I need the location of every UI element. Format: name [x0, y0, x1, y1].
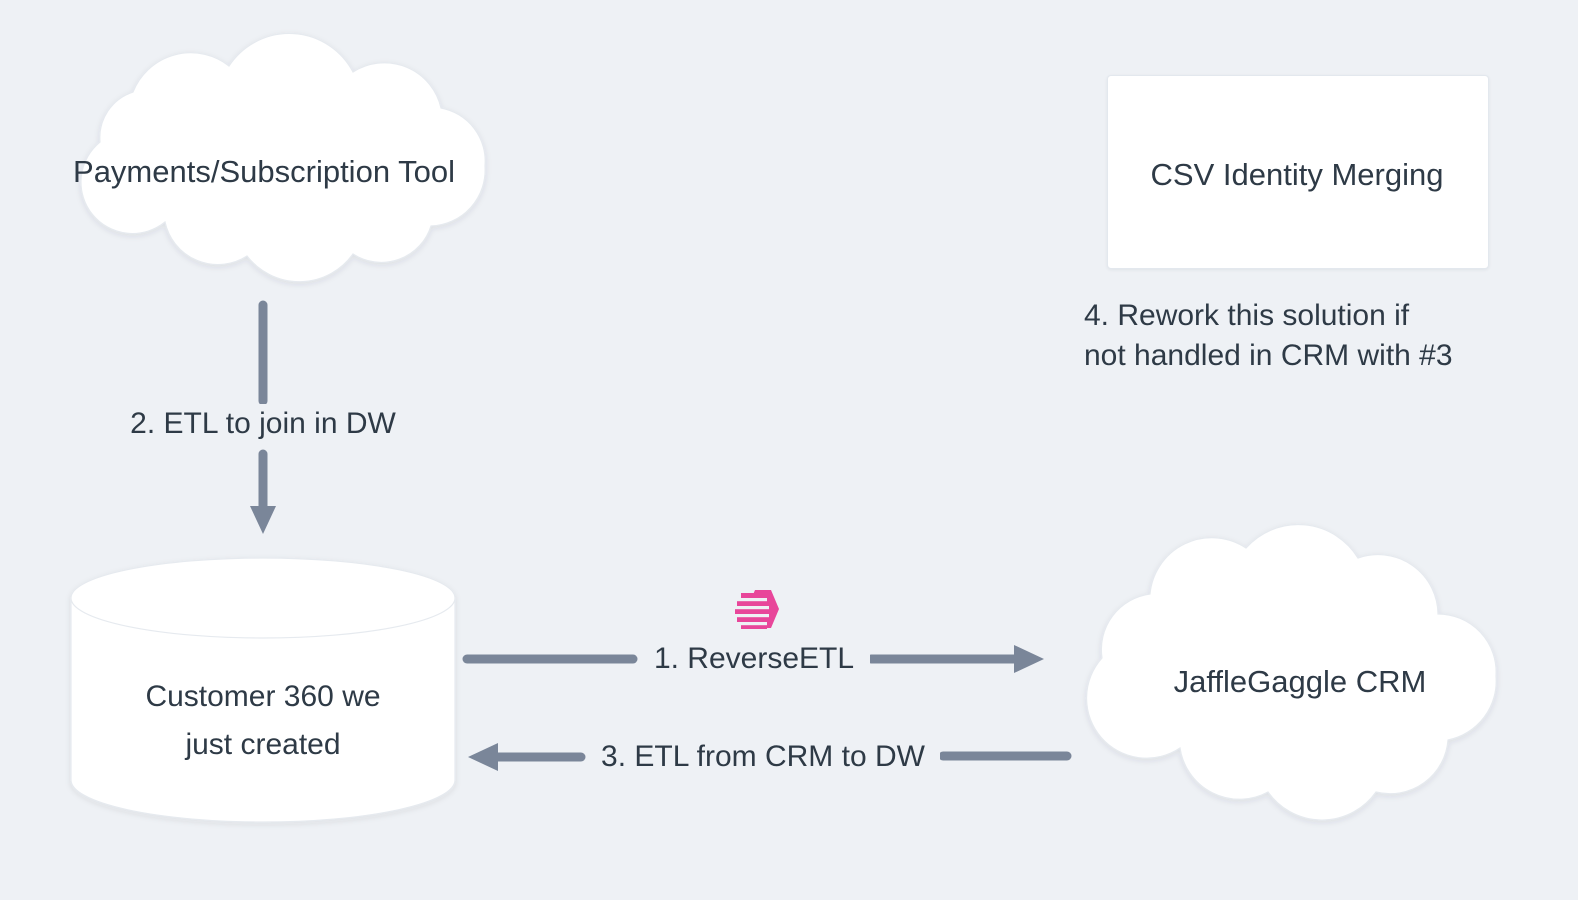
- edge-crm-to-warehouse-left-segment: [468, 743, 586, 771]
- node-payments-subscription-tool[interactable]: [8, 32, 520, 283]
- edge-warehouse-to-crm-label: 1. ReverseETL: [638, 638, 870, 680]
- edge-payments-to-warehouse-upper-segment: [258, 300, 268, 406]
- edge-warehouse-to-crm-right-segment: [866, 645, 1044, 673]
- hightouch-logo-icon: [735, 588, 783, 630]
- edge-warehouse-to-crm-left-segment: [462, 654, 638, 664]
- edge-crm-to-warehouse-right-segment: [938, 751, 1072, 761]
- node-customer-360-warehouse[interactable]: [68, 556, 458, 823]
- edge-payments-to-warehouse-label: 2. ETL to join in DW: [110, 404, 416, 444]
- node-jafflegaggle-crm[interactable]: [1060, 518, 1540, 862]
- edge-crm-to-warehouse-label: 3. ETL from CRM to DW: [586, 735, 940, 779]
- annotation-csv-note: 4. Rework this solution if not handled i…: [1084, 299, 1453, 372]
- edge-payments-to-warehouse-lower-segment: [250, 449, 276, 534]
- node-csv-identity-merging[interactable]: [1107, 75, 1489, 269]
